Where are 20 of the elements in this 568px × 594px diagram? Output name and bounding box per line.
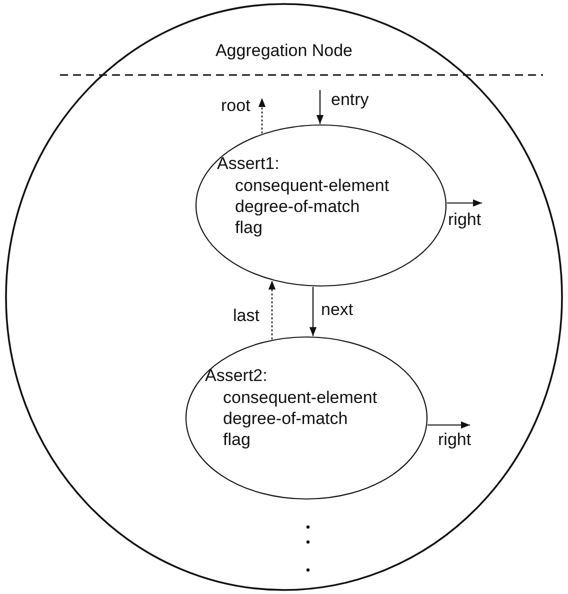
arrow: [258, 98, 266, 134]
field-name: degree-of-match: [223, 409, 348, 429]
field-name: flag: [235, 218, 262, 238]
assert-ellipse: [185, 336, 428, 500]
arrow: [316, 90, 324, 124]
arrow: [268, 280, 276, 340]
field-name: consequent-element: [223, 388, 378, 408]
arrow: [428, 421, 470, 429]
node-heading: Assert2:: [205, 366, 268, 386]
field-name: degree-of-match: [235, 197, 360, 217]
field-name: flag: [223, 430, 250, 450]
edge-label: right: [437, 430, 472, 450]
node-heading: Aggregation Node: [214, 41, 354, 61]
edge-label: right: [447, 210, 482, 230]
aggregation-circle: [5, 3, 563, 591]
arrow: [309, 286, 317, 336]
node-heading: Assert1:: [217, 154, 280, 174]
arrow: [446, 199, 482, 207]
field-name: consequent-element: [235, 176, 390, 196]
assert-ellipse: [195, 124, 447, 287]
